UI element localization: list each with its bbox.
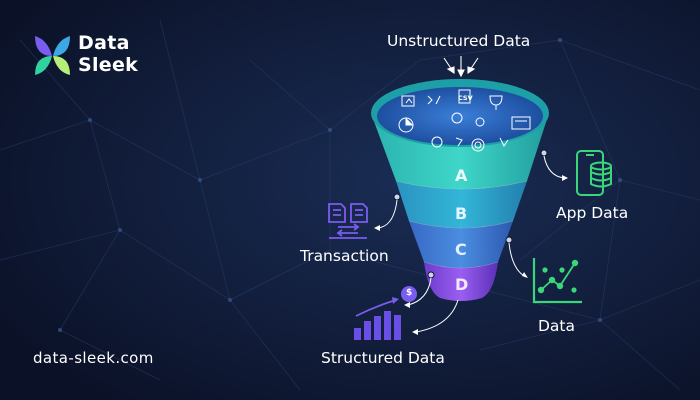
logo-mark	[35, 36, 70, 75]
growth-bar-chart-icon	[354, 286, 417, 340]
funnel-tier-d-letter: D	[455, 275, 469, 294]
brand-name-line1: Data	[78, 32, 130, 54]
funnel-tier-d	[424, 262, 498, 301]
funnel-content-icons	[398, 89, 531, 152]
coin-symbol: $	[406, 288, 413, 298]
label-data: Data	[538, 317, 576, 335]
network-nodes	[58, 38, 622, 332]
label-unstructured-data: Unstructured Data	[387, 32, 531, 50]
funnel-tier-c	[409, 221, 513, 268]
funnel-tier-b-letter: B	[455, 204, 468, 223]
website-url: data-sleek.com	[33, 349, 154, 367]
funnel-tier-a-letter: A	[455, 166, 468, 185]
connectors	[374, 149, 568, 335]
label-structured-data: Structured Data	[321, 349, 445, 367]
smartphone-database-icon	[576, 150, 612, 196]
brand-name-line2: Sleek	[78, 54, 139, 76]
label-app-data: App Data	[556, 204, 629, 222]
scatter-line-chart-icon	[532, 258, 582, 304]
funnel-tier-b	[396, 181, 527, 228]
csv-file-icon-text: CSV	[458, 94, 473, 102]
inflow-arrows	[443, 56, 479, 78]
funnel-tier-c-letter: C	[455, 240, 467, 259]
documents-exchange-icon	[328, 203, 368, 239]
funnel	[371, 79, 549, 301]
label-transaction: Transaction	[300, 247, 389, 265]
